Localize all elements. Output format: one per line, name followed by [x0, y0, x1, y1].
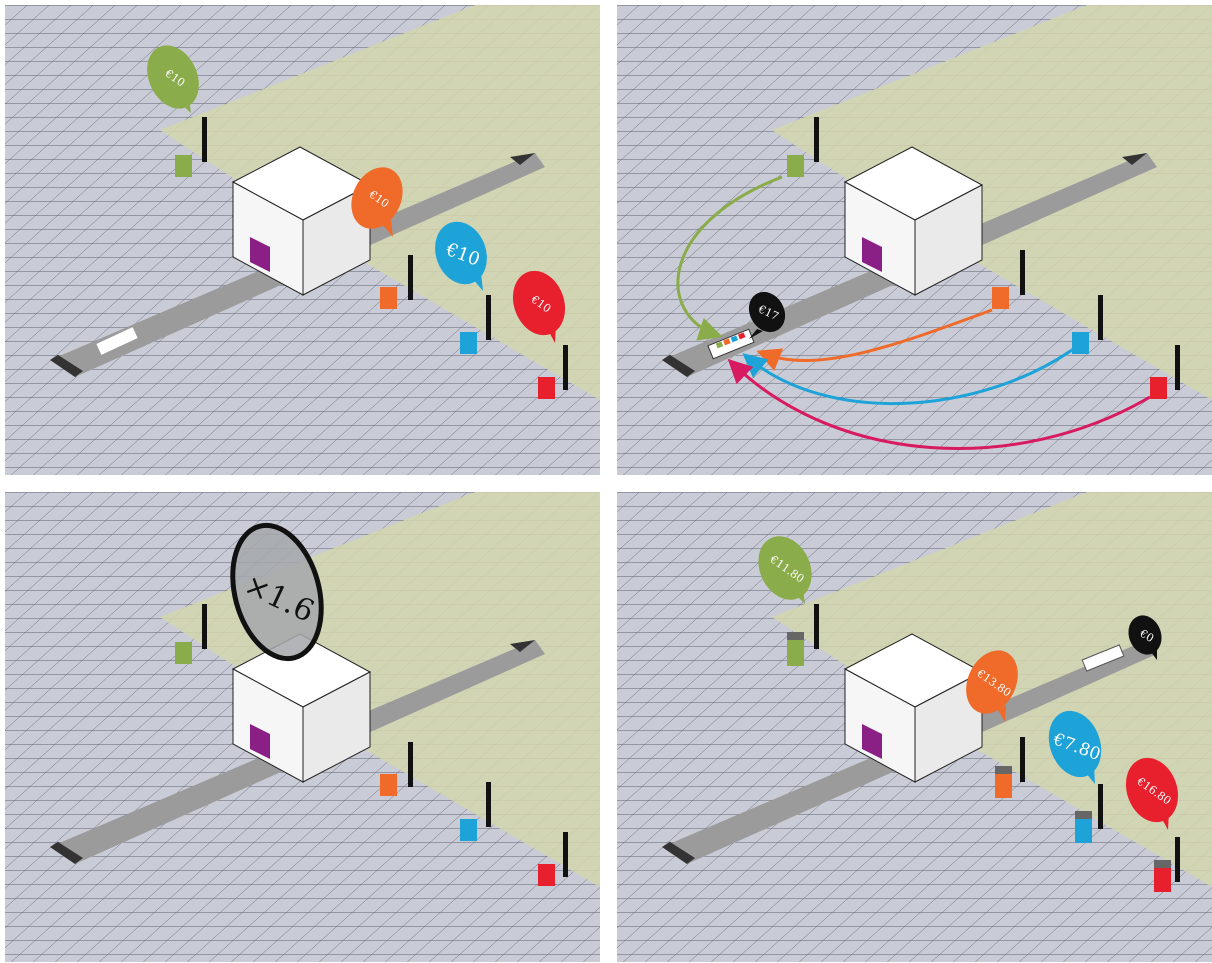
bag-red: [1154, 860, 1171, 892]
panel-final-prices: €11.80 €13.80 €7.80 €16.80 €0: [617, 492, 1212, 962]
bag-orange: [380, 774, 397, 796]
bag-green: [175, 155, 192, 177]
person-green: [814, 604, 819, 649]
person-orange: [1020, 737, 1025, 782]
person-red: [563, 345, 568, 390]
bag-blue: [460, 332, 477, 354]
person-blue: [486, 782, 491, 827]
person-red: [1175, 345, 1180, 390]
person-blue: [486, 295, 491, 340]
bag-green: [787, 155, 804, 177]
bag-orange: [995, 766, 1012, 798]
person-green: [202, 117, 207, 162]
person-orange: [408, 255, 413, 300]
person-blue: [1098, 295, 1103, 340]
bag-red: [1150, 377, 1167, 399]
bag-blue: [460, 819, 477, 841]
panel-multiplier: ×1.6: [5, 492, 600, 962]
person-green: [202, 604, 207, 649]
person-green: [814, 117, 819, 162]
bag-orange: [992, 287, 1009, 309]
bag-red: [538, 864, 555, 886]
person-red: [1175, 837, 1180, 882]
person-orange: [408, 742, 413, 787]
panel-bag-collection: €17: [617, 5, 1212, 475]
person-blue: [1098, 784, 1103, 829]
bag-blue: [1075, 811, 1092, 843]
bag-green: [787, 632, 804, 666]
bag-orange: [380, 287, 397, 309]
person-red: [563, 832, 568, 877]
panel-initial-bids: €10 €10 €10 €10: [5, 5, 600, 475]
bag-red: [538, 377, 555, 399]
bag-green: [175, 642, 192, 664]
person-orange: [1020, 250, 1025, 295]
bag-blue: [1072, 332, 1089, 354]
